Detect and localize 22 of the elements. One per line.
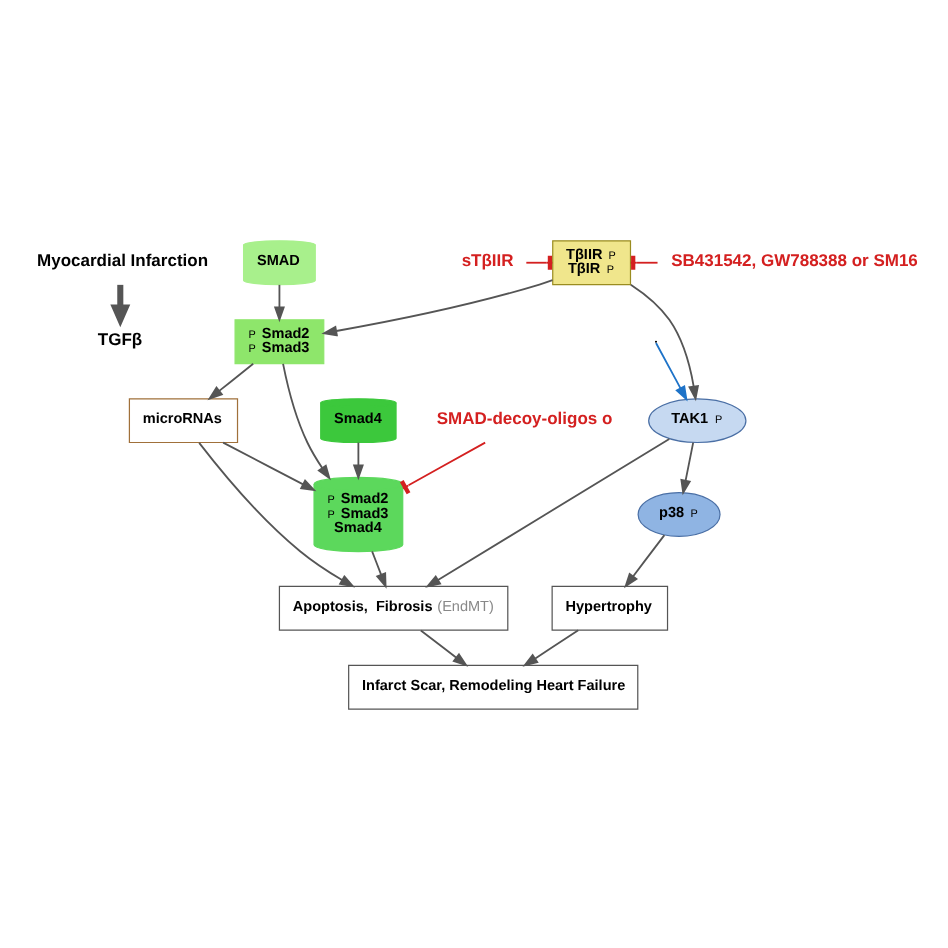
arrow xyxy=(281,361,330,480)
arrow xyxy=(679,440,694,495)
arrow xyxy=(221,440,316,491)
arrow xyxy=(320,278,553,336)
node-text: sTβIIR xyxy=(460,249,513,269)
node-text: SB431542, GW788388 or SM16 xyxy=(670,249,917,269)
arrow xyxy=(654,341,687,401)
arrow xyxy=(351,440,363,480)
arrow xyxy=(418,628,468,666)
arrow xyxy=(197,440,355,587)
node-text: TGFβ xyxy=(96,327,142,348)
arrow xyxy=(424,437,670,587)
arrow xyxy=(623,533,665,588)
node-text: Myocardial Infarction xyxy=(36,249,208,269)
arrow xyxy=(521,628,579,666)
connector xyxy=(398,440,486,494)
arrow xyxy=(206,361,254,400)
arrow xyxy=(628,282,699,401)
arrow xyxy=(272,282,284,322)
arrow xyxy=(109,283,130,327)
node-text: SMAD-decoy-oligos o xyxy=(435,406,612,427)
arrow xyxy=(370,549,386,588)
